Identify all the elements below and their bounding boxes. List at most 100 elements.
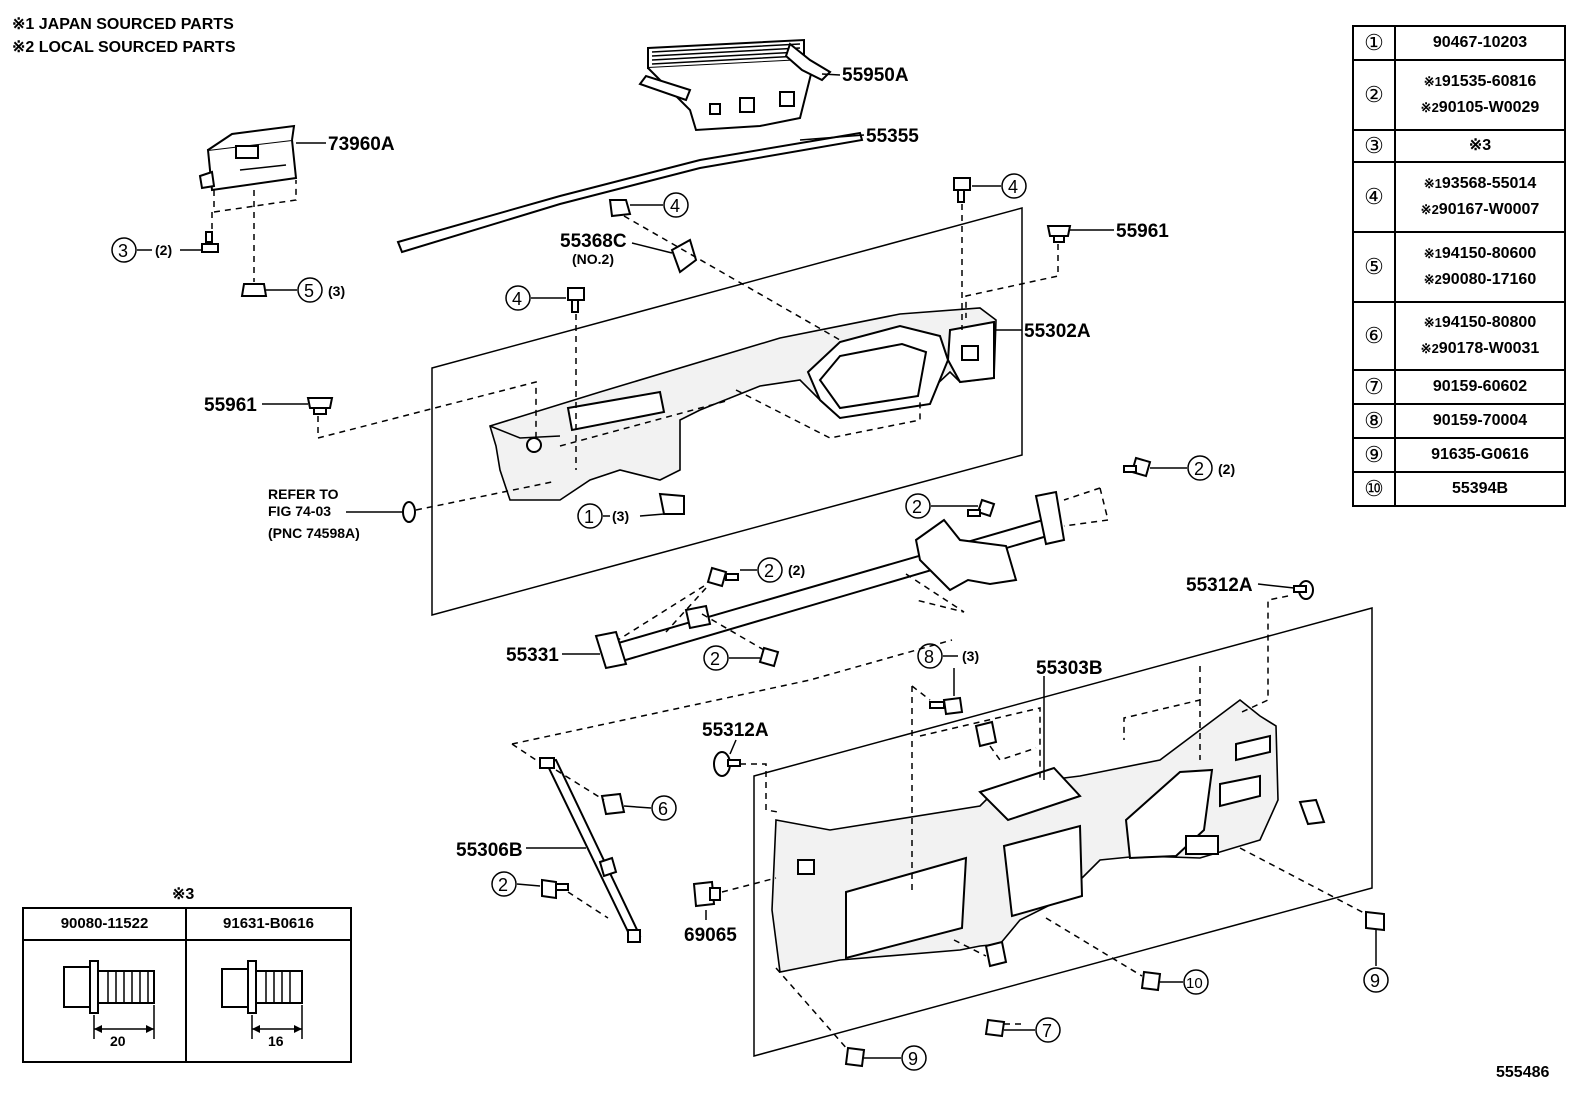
note-local-sourced: ※2 LOCAL SOURCED PARTS: [12, 39, 236, 56]
svg-text:7: 7: [1042, 1021, 1052, 1041]
legend-number: 90467-10203: [1432, 34, 1528, 51]
legend-key: ⑥: [1352, 301, 1396, 371]
svg-text:2: 2: [912, 497, 922, 517]
legend-key: ②: [1352, 59, 1396, 131]
legend-part-number: ※193568-55014※290167-W0007: [1394, 161, 1566, 233]
legend-number: 90178-W0031: [1438, 340, 1540, 357]
legend-part-number: 91635-G0616: [1394, 437, 1566, 473]
clip-55312A-right: [1293, 580, 1314, 600]
part-55302A: [489, 307, 997, 515]
svg-text:4: 4: [1008, 177, 1018, 197]
label-55331: 55331: [506, 645, 559, 666]
legend-value: ※194150-80800: [1396, 310, 1564, 336]
legend-part-number: 90159-70004: [1394, 403, 1566, 439]
refer-line-1: REFER TO: [268, 486, 339, 502]
svg-text:4: 4: [512, 289, 522, 309]
label-55302A: 55302A: [1024, 321, 1091, 342]
legend-part-number: ※191535-60816※290105-W0029: [1394, 59, 1566, 131]
callout-8-qty: (3): [962, 648, 979, 664]
part-55303B: [771, 698, 1279, 973]
note3-left-part: 90080-11522: [24, 909, 185, 941]
figure-number: 555486: [1496, 1064, 1549, 1081]
legend-key: ⑩: [1352, 471, 1396, 507]
refer-line-2: FIG 74-03: [268, 503, 331, 519]
legend-prefix: ※2: [1420, 341, 1439, 356]
cap-ref-74598A: [402, 501, 416, 523]
bolt-2-upper: [967, 498, 996, 518]
callout-10: 10: [1183, 969, 1209, 995]
legend-key: ⑨: [1352, 437, 1396, 473]
callout-1-qty: (3): [612, 508, 629, 524]
legend-value: ※193568-55014: [1396, 171, 1564, 197]
legend-row: ④※193568-55014※290167-W0007: [1352, 161, 1566, 233]
legend-part-number: ※194150-80800 ※290178-W0031: [1394, 301, 1566, 371]
svg-text:9: 9: [908, 1049, 918, 1069]
svg-text:2: 2: [1194, 459, 1204, 479]
legend-prefix: ※2: [1420, 100, 1439, 115]
label-55368C: 55368C: [560, 231, 627, 252]
note3-bolts: [63, 960, 303, 1039]
screw-10: [1140, 970, 1162, 992]
part-55355: [396, 131, 864, 254]
label-55961-right: 55961: [1116, 221, 1169, 242]
callout-3: 3: [111, 237, 137, 263]
legend-number: 90159-70004: [1432, 412, 1528, 429]
note3-right-dim: 16: [268, 1033, 284, 1049]
callout-9-right: 9: [1363, 967, 1389, 993]
legend-row: ⑥※194150-80800 ※290178-W0031: [1352, 301, 1566, 371]
legend-part-number: 55394B: [1394, 471, 1566, 507]
label-55306B: 55306B: [456, 840, 523, 861]
legend-value: ※194150-80600: [1396, 241, 1564, 267]
legend-number: 90080-17160: [1441, 271, 1537, 288]
legend-value: ※191535-60816: [1396, 69, 1564, 95]
screw-3: [201, 231, 219, 253]
part-55331: [594, 490, 1066, 670]
screw-8: [929, 696, 964, 716]
bolt-2-mid: [706, 566, 739, 588]
callout-4-left: 4: [505, 285, 531, 311]
note3-box: 90080-11522 91631-B0616 20 16: [22, 907, 352, 1063]
callout-2-mid-qty: (2): [788, 562, 805, 578]
legend-prefix: ※1: [1423, 315, 1442, 330]
legend-part-number: ※194150-80600※290080-17160: [1394, 231, 1566, 303]
clip-55368C: [670, 238, 698, 274]
legend-number: 94150-80600: [1441, 245, 1537, 262]
label-55312A-right: 55312A: [1186, 575, 1253, 596]
svg-text:6: 6: [658, 799, 668, 819]
label-55368C-sub: (NO.2): [572, 251, 614, 267]
screw-4-left: [567, 287, 585, 313]
legend-number: ※3: [1468, 137, 1492, 154]
clip-55961-right: [1046, 225, 1072, 243]
legend-number: 91535-60816: [1441, 73, 1537, 90]
legend-value: ※290080-17160: [1396, 267, 1564, 293]
legend-number: 93568-55014: [1441, 175, 1537, 192]
note3-right-part: 91631-B0616: [187, 909, 350, 941]
part-73960A: [198, 124, 298, 192]
note-japan-sourced: ※1 JAPAN SOURCED PARTS: [12, 16, 234, 33]
callout-8: 8: [917, 643, 943, 669]
svg-text:2: 2: [710, 649, 720, 669]
legend-key: ③: [1352, 129, 1396, 163]
svg-text:2: 2: [764, 561, 774, 581]
svg-text:2: 2: [498, 875, 508, 895]
callout-4-center: 4: [663, 192, 689, 218]
clip-69065: [692, 880, 721, 908]
legend-value: ※290105-W0029: [1396, 95, 1564, 121]
svg-text:1: 1: [584, 507, 594, 527]
callout-2-mid: 2: [757, 557, 783, 583]
legend-key: ④: [1352, 161, 1396, 233]
nut-6: [600, 792, 626, 816]
upper-panel-frame: [431, 207, 1023, 616]
svg-text:9: 9: [1370, 971, 1380, 991]
legend-number: 90167-W0007: [1438, 201, 1540, 218]
clip-lower-right: [1298, 798, 1326, 826]
clip-lower-center: [974, 720, 998, 748]
callout-1: 1: [577, 503, 603, 529]
screw-9-right: [1365, 910, 1385, 932]
legend-number: 90159-60602: [1432, 378, 1528, 395]
label-55312A-left: 55312A: [702, 720, 769, 741]
